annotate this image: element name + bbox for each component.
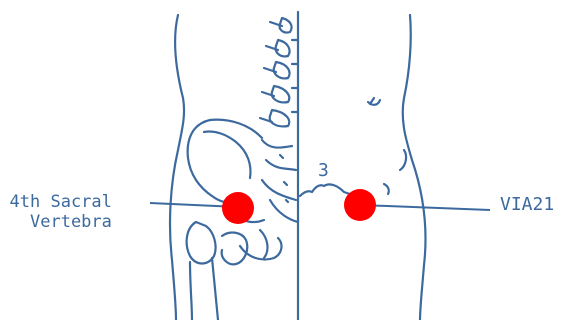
body-outline-left (170, 15, 184, 320)
label-via21: VIA21 (500, 195, 554, 215)
point-marker-via21 (344, 189, 376, 221)
spine (260, 18, 298, 126)
ilium-left (188, 120, 262, 202)
point-marker-sacral (222, 192, 254, 224)
measure-label: 3 (318, 160, 329, 181)
label-left-line2: Vertebra (6, 212, 112, 232)
body-outline-right (403, 15, 426, 320)
sacrum (262, 140, 298, 222)
label-4th-sacral-vertebra: 4th Sacral Vertebra (6, 192, 112, 232)
label-left-line1: 4th Sacral (6, 192, 112, 212)
leader-right (360, 205, 490, 210)
